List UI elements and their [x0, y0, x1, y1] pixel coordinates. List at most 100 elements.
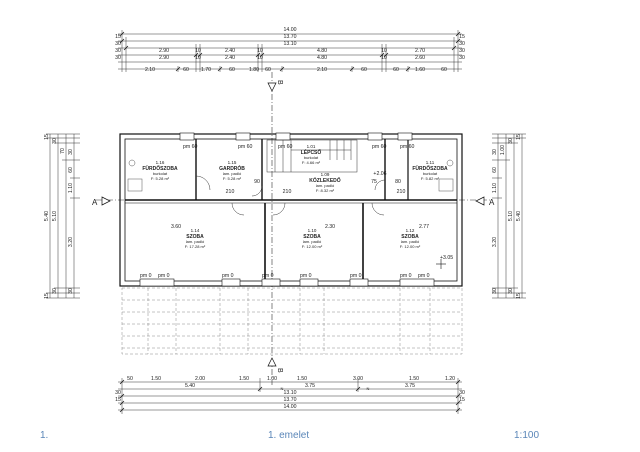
dim-label: 10 [381, 55, 387, 61]
bottom-opening-labels: pm 0 pm 0 pm 0 pm 0 pm 0 pm 0 pm 0 pm 0 [140, 273, 430, 279]
dim-label: 30 [492, 288, 498, 294]
opening-label: pm 0 [300, 273, 312, 279]
building-walls [119, 133, 463, 287]
dim-label: 15 [115, 34, 121, 40]
right-dimension-chains [492, 133, 526, 299]
dim-label: 70 [60, 148, 66, 154]
left-dimension-chains [46, 133, 80, 299]
room-1.09: 1.09 KÖZLEKEDŐ lam. padló F: 8.32 m² [309, 172, 341, 193]
inner-dim: 3.60 [171, 224, 181, 230]
dim-label: 4.80 [317, 55, 327, 61]
dim-label: 2.90 [159, 55, 169, 61]
sanitary-fixtures [127, 159, 454, 192]
opening-label: pm 0 [400, 273, 412, 279]
dim-label: 1.10 [492, 183, 498, 193]
room-area: F: 5.28 m² [223, 176, 242, 181]
room-number: 1.15 [228, 160, 237, 165]
bottom-dimension-ticks [119, 379, 461, 413]
dim-label: 5.10 [52, 211, 58, 221]
opening-label: pm 0 [350, 273, 362, 279]
dim-label: 1.00 [500, 145, 506, 155]
dim-top-total: 14.00 [284, 27, 297, 33]
dim-label: 10 [381, 48, 387, 54]
opening-label: pm 0 [140, 273, 152, 279]
window-label: pm 60 [238, 144, 253, 150]
dim-label: N [367, 386, 370, 391]
opening-label: pm 0 [418, 273, 430, 279]
level-mark: +3.05 [436, 255, 453, 269]
room-number: 1.09 [321, 172, 330, 177]
dim-label: 13.10 [284, 390, 297, 396]
room-name: FÜRDŐSZOBA [412, 165, 448, 172]
room-1.15: 1.15 GARDRÓB lam. padló F: 5.28 m² [219, 160, 245, 181]
opening-label: pm 0 [262, 273, 274, 279]
footer-scale: 1:100 [514, 430, 540, 441]
inner-annotations: 3.60 2.30 2.77 210 90 75 80 210 210 +2.0… [171, 171, 429, 230]
inner-dim: 2.30 [325, 224, 335, 230]
dim-label: 60 [361, 67, 367, 73]
dim-label: 2.10 [317, 67, 327, 73]
dim-label: 30 [115, 41, 121, 47]
dim-label: 30 [459, 48, 465, 54]
dim-label: 60 [265, 67, 271, 73]
room-number: 1.14 [191, 228, 200, 233]
drawing-footer: 1. 1. emelet 1:100 [0, 428, 640, 444]
room-floor: burkolat [153, 171, 168, 176]
dim-label: 5.40 [185, 383, 195, 389]
room-name: FÜRDŐSZOBA [142, 165, 178, 172]
bottom-dimension-labels: 50 1.50 2.00 1.50 1.00 1.50 3.00 1.50 1.… [115, 376, 465, 410]
room-1.12: 1.12 SZOBA lam. padló F: 12.00 m² [400, 228, 421, 249]
dim-label: 4.80 [317, 48, 327, 54]
dim-label: 30 [508, 138, 514, 144]
dim-label: 5.40 [44, 211, 50, 221]
dim-label: 1.50 [409, 376, 419, 382]
dim-label: 2.40 [225, 55, 235, 61]
dim-label: 15 [115, 397, 121, 403]
room-area: F: 12.00 m² [302, 244, 323, 249]
room-name: GARDRÓB [219, 164, 245, 172]
room-1.16: 1.16 FÜRDŐSZOBA burkolat F: 5.28 m² [142, 160, 178, 181]
dim-label: 15 [516, 134, 522, 140]
room-name: KÖZLEKEDŐ [309, 177, 341, 184]
room-name: SZOBA [186, 234, 204, 240]
footer-sheet-number: 1. [40, 430, 49, 441]
window-label: pm 60 [183, 144, 198, 150]
dim-label: 10 [257, 55, 263, 61]
dim-label: 3.20 [68, 237, 74, 247]
dim-label: 15 [44, 134, 50, 140]
dim-label: 30 [52, 138, 58, 144]
dim-label: 3.75 [305, 383, 315, 389]
room-area: F: 5.82 m² [421, 176, 440, 181]
staircase [266, 139, 358, 173]
section-a-right-marker: A [475, 196, 495, 207]
room-floor: lam. padló [186, 239, 205, 244]
room-floor: lam. padló [316, 183, 335, 188]
dim-label: 2.90 [159, 48, 169, 54]
window-label: pm 60 [400, 144, 415, 150]
room-floor: lam. padló [223, 171, 242, 176]
section-b-top-label: B [276, 80, 283, 85]
dim-label: 5.10 [508, 211, 514, 221]
dim-label: 1.00 [267, 376, 277, 382]
dim-label: 10 [195, 48, 201, 54]
dim-label: N [281, 386, 284, 391]
inner-dim: 210 [397, 189, 406, 195]
dim-total: 14.00 [284, 404, 297, 410]
dim-label: 30 [459, 390, 465, 396]
dim-label: 60 [393, 67, 399, 73]
room-area: F: 5.28 m² [151, 176, 170, 181]
room-name: SZOBA [401, 234, 419, 240]
dim-label: 60 [183, 67, 189, 73]
inner-dim: 210 [283, 189, 292, 195]
room-1.11: 1.11 FÜRDŐSZOBA burkolat F: 5.82 m² [412, 160, 448, 181]
room-area: F: 17.28 m² [185, 244, 206, 249]
dim-label: 1.50 [297, 376, 307, 382]
dim-label: 15 [459, 34, 465, 40]
room-floor: lam. padló [401, 239, 420, 244]
dim-label: 30 [115, 48, 121, 54]
dim-label: 60 [68, 167, 74, 173]
dim-label: 1.50 [151, 376, 161, 382]
room-labels: 1.16 FÜRDŐSZOBA burkolat F: 5.28 m² 1.15… [142, 144, 448, 249]
room-area: F: 8.32 m² [316, 188, 335, 193]
room-number: 1.16 [156, 160, 165, 165]
